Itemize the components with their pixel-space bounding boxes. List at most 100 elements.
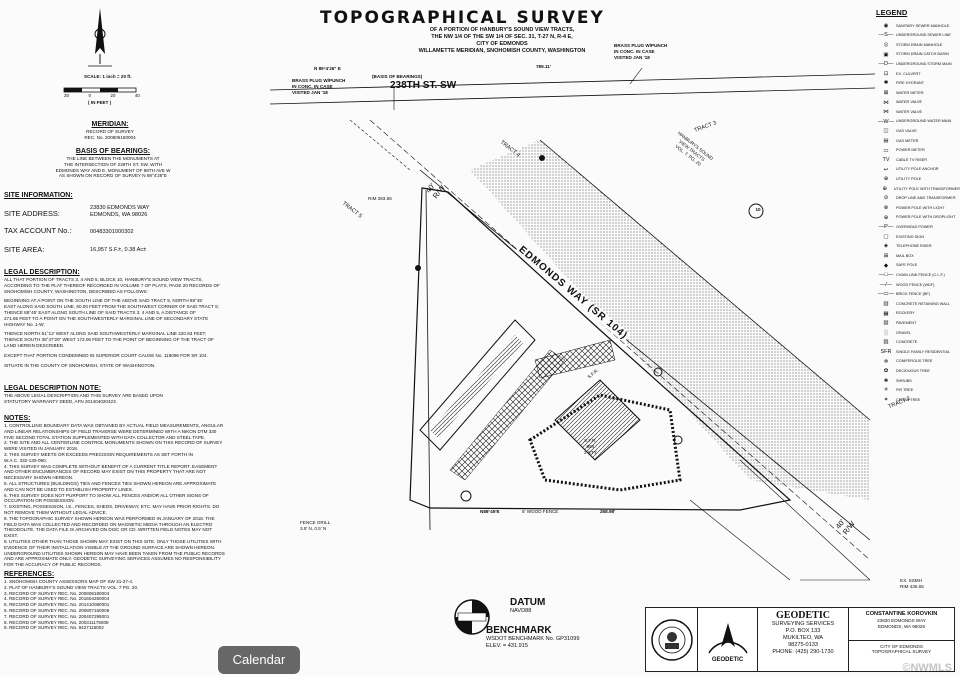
survey-title: TOPOGRAPHICAL SURVEY bbox=[320, 8, 605, 28]
legend-symbol-icon: ⊡ bbox=[883, 70, 889, 77]
note-line: FOR THE ACCURACY OF PUBLIC RECORDS. bbox=[4, 562, 102, 568]
legend-symbol-icon: ⋈ bbox=[883, 99, 889, 106]
rim-left-label: RIM 393.86 bbox=[368, 196, 392, 201]
note-line: AND CAN NOT BE USED TO ESTABLISH PROPERT… bbox=[4, 486, 133, 492]
legend-symbol-icon: ✳ bbox=[883, 387, 889, 394]
site-address-value: 23830 EDMONDS WAY EDMONDS, WA 98026 bbox=[90, 205, 150, 218]
legend-label: STORM DRAIN MANHOLE bbox=[896, 42, 943, 47]
note-line: 1. CONTROLLING BOUNDARY DATA WAS OBTAINE… bbox=[4, 423, 224, 428]
meridian-heading: MERIDIAN: bbox=[91, 121, 129, 128]
benchmark-line1: WSDOT BENCHMARK No. GP31099 bbox=[486, 636, 580, 642]
legend-label: OVERHEAD POWER bbox=[896, 225, 933, 230]
legal-note-line: THE ABOVE LEGAL DESCRIPTION AND THIS SUR… bbox=[4, 393, 163, 398]
note-line: 3. THIS SURVEY MEETS OR EXCEEDS PRECISIO… bbox=[4, 451, 193, 457]
legend-symbol-icon: TV bbox=[882, 157, 890, 164]
legend-item: ▭POWER METER bbox=[876, 146, 960, 156]
basis-line: EDMONDS WAY AND E. MONUMENT OF 88TH AVE … bbox=[55, 167, 171, 173]
legend-symbol-icon: ░ bbox=[884, 329, 888, 336]
site-area-value: 16,957 S.F.±, 0.38 Ac± bbox=[90, 247, 147, 253]
datum-value: NAVD88 bbox=[510, 608, 532, 614]
note-line: 4. THIS SURVEY WAS COMPLETE WITHOUT BENE… bbox=[4, 463, 218, 469]
legend-symbol-icon: ▨ bbox=[883, 339, 889, 346]
legend-item: ✱FIRE HYDRANT bbox=[876, 79, 960, 89]
legend-label: UTILITY POLE WITH TRANSFORMER bbox=[893, 186, 960, 191]
notes-lines: 1. CONTROLLING BOUNDARY DATA WAS OBTAINE… bbox=[4, 423, 276, 568]
legend-label: WATER VALVE bbox=[896, 109, 923, 114]
tree-icon bbox=[673, 435, 683, 445]
legend-item: ✿DECIDUOUS TREE bbox=[876, 366, 960, 376]
legend-symbol-icon: —P— bbox=[878, 224, 894, 231]
legend-label: CONIFEROUS TREE bbox=[896, 359, 933, 364]
legend-symbol-icon: ↩ bbox=[883, 166, 889, 173]
legend-symbol-icon: SFR bbox=[880, 348, 892, 355]
legend-label: DECIDUOUS TREE bbox=[896, 368, 930, 373]
legend-item: ⊡ EX. CULVERT bbox=[876, 69, 960, 79]
north-arrow-icon bbox=[95, 8, 105, 54]
legend-label: EXISTING SIGN bbox=[896, 234, 925, 239]
legend-item: —D—UNDERGROUND STORM MAIN bbox=[876, 59, 960, 69]
subtitle-line: OF A PORTION OF HANBURY'S SOUND VIEW TRA… bbox=[429, 27, 575, 33]
legend-label: MAIL BOX bbox=[896, 253, 914, 258]
note-line: THEODOLITE. THE DATA FILE IS ARCHIVED ON… bbox=[4, 527, 213, 533]
legend-symbol-icon: ⋈ bbox=[883, 109, 889, 116]
circle-10-label: 10 bbox=[755, 207, 761, 212]
legend-label: SAFE POLE bbox=[896, 263, 918, 268]
company-address-line: P.O. BOX 133 bbox=[785, 628, 821, 634]
legend-label: WATER METER bbox=[896, 90, 924, 95]
datum-heading: DATUM bbox=[510, 597, 546, 608]
legend-label: UNDERGROUND STORM MAIN bbox=[896, 61, 952, 66]
legend-item: ⊠WATER METER bbox=[876, 88, 960, 98]
note-line: AND ARE APPROXIMATE ONLY. GEODETIC SURVE… bbox=[4, 556, 221, 562]
meridian-line: REC. No. 200806180004 bbox=[84, 134, 136, 140]
scale-ticks: 20 0 20 40 bbox=[64, 93, 140, 99]
legend-item: ⋈ WATER VALVE bbox=[876, 98, 960, 108]
legend-symbol-icon: ⊗ bbox=[883, 205, 889, 212]
legend-item: ░GRAVEL bbox=[876, 328, 960, 338]
dist-bottom: 268.98' bbox=[600, 509, 616, 514]
calendar-button[interactable]: Calendar bbox=[218, 646, 300, 674]
utility-icon bbox=[415, 265, 421, 271]
subtitle-line: CITY OF EDMONDS bbox=[476, 41, 528, 47]
legend-symbol-icon: ▤ bbox=[883, 137, 889, 144]
legend-label: WATER VALVE bbox=[896, 100, 923, 105]
legend-symbol-icon: ▦ bbox=[883, 310, 889, 317]
scale-tick: 20 bbox=[64, 93, 70, 98]
legend-item: ⊕UTILITY POLE WITH TRANSFORMER bbox=[876, 184, 960, 194]
legend-label: POWER METER bbox=[896, 148, 925, 153]
legal-line: ACCORDING TO THE PLAT THEREOF RECORDED I… bbox=[4, 282, 220, 288]
legal-lines: ALL THAT PORTION OF TRACTS 3, 4 AND 5, B… bbox=[4, 277, 266, 368]
basis-heading: BASIS OF BEARINGS: bbox=[75, 148, 151, 155]
legal-note-heading: LEGAL DESCRIPTION NOTE: bbox=[4, 385, 102, 392]
row-line bbox=[689, 499, 791, 581]
note-line: WERE VISITED IN JANUARY 2018. bbox=[4, 446, 79, 452]
legend-symbol-icon: —▭— bbox=[877, 291, 895, 298]
company-info: GEODETIC SURVEYING SERVICES P.O. BOX 133… bbox=[758, 610, 848, 656]
pavement-area bbox=[470, 140, 870, 500]
ex-ssmh-label: EX. SSMH RIM 435.65 bbox=[900, 578, 924, 589]
legend-item: TV CABLE TV RISER bbox=[876, 155, 960, 165]
monument-icon bbox=[539, 155, 545, 161]
legend-label: GAS METER bbox=[896, 138, 919, 143]
legend-symbol-icon: ◉ bbox=[883, 22, 889, 29]
legend-label: EX. CULVERT bbox=[896, 71, 921, 76]
scale-tick: 20 bbox=[110, 93, 116, 98]
note-line: EVIDENCE OF THEIR INSTALLATION VISIBLE A… bbox=[4, 544, 216, 550]
company-logo: GEODETIC bbox=[698, 608, 758, 671]
basis-line: THE LINE BETWEEN THE MONUMENTS AT bbox=[66, 156, 160, 161]
basis-line: THE INTERSECTION OF 238TH ST. SW. WITH bbox=[63, 161, 162, 167]
legend-label: FIR TREE bbox=[896, 388, 914, 393]
note-line: 5. ALL STRUCTURES (BUILDINGS) TIES AND F… bbox=[4, 480, 217, 486]
legend-label: CABLE TV RISER bbox=[896, 157, 927, 162]
note-line: AND OTHER ENCUMBRANCES OF RECORD MAY EXI… bbox=[4, 469, 206, 475]
legend-label: CONCRETE RETAINING WALL bbox=[896, 301, 951, 306]
site-heading: SITE INFORMATION: bbox=[4, 192, 73, 199]
note-line: 2. THE SITE AND ALL CENTERLINE CONTROL M… bbox=[4, 440, 223, 446]
legend-item: ▨CONCRETE bbox=[876, 338, 960, 348]
note-line: FIELD DATA WAS COLLECTED AND RECORDED ON… bbox=[4, 521, 213, 527]
legend-label: POWER POLE WITH LIGHT bbox=[896, 205, 945, 210]
reference-line: 8. RECORD OF SURVEY REC. No. 20031117500… bbox=[4, 619, 109, 625]
subtitle-line: WILLAMETTE MERIDIAN, SNOHOMISH COUNTY, W… bbox=[418, 48, 586, 54]
legend-symbol-icon: ⊞ bbox=[883, 253, 889, 260]
legend-item: ▣STORM DRAIN CATCH BASIN bbox=[876, 50, 960, 60]
